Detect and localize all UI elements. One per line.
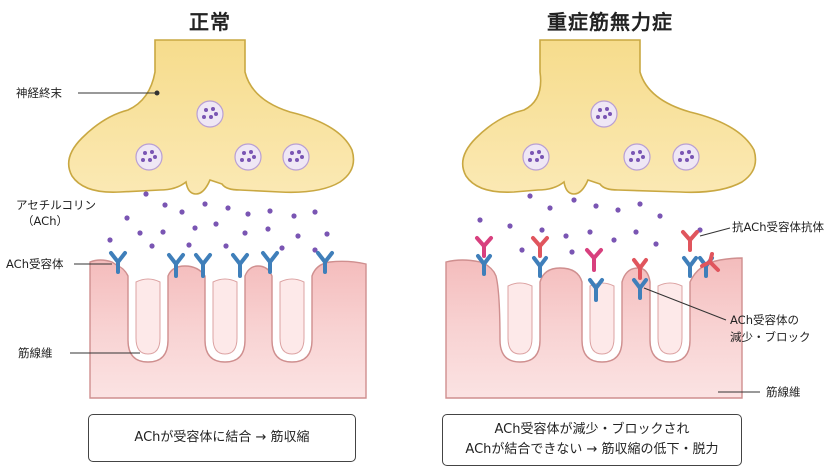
- label-ach-line2: （ACh）: [22, 214, 68, 228]
- muscle-fiber-disease: [445, 257, 743, 399]
- blocked-receptors: [475, 230, 720, 302]
- label-muscle-fiber-left: 筋線維: [18, 346, 53, 360]
- vesicles-disease: [522, 100, 700, 171]
- muscle-fiber-normal: [89, 259, 367, 399]
- leader-lines-right: [643, 227, 760, 393]
- ach-receptors-normal: [109, 251, 334, 278]
- caption-disease: ACh受容体が減少・ブロックされ AChが結合できない → 筋収縮の低下・脱力: [442, 414, 742, 466]
- label-ach-receptor: ACh受容体: [6, 257, 64, 271]
- vesicles-normal: [135, 100, 310, 171]
- label-antibody: 抗ACh受容体抗体: [732, 220, 824, 234]
- title-normal: 正常: [189, 10, 231, 34]
- label-receptor-reduced-line2: 減少・ブロック: [730, 330, 811, 344]
- leader-lines-left: [70, 90, 160, 354]
- disease-panel: [445, 39, 757, 399]
- ach-molecules-disease: [477, 193, 703, 255]
- caption-disease-line2: AChが結合できない → 筋収縮の低下・脱力: [465, 442, 719, 457]
- normal-panel: [67, 39, 367, 399]
- junctional-folds-disease: [507, 282, 683, 355]
- caption-disease-line1: ACh受容体が減少・ブロックされ: [494, 422, 690, 437]
- caption-normal: AChが受容体に結合 → 筋収縮: [88, 414, 356, 462]
- label-muscle-fiber-right: 筋線維: [766, 385, 801, 399]
- label-nerve-terminal: 神経終末: [16, 86, 62, 100]
- label-ach-line1: アセチルコリン: [16, 198, 97, 212]
- ach-molecules-normal: [107, 191, 330, 253]
- caption-normal-text: AChが受容体に結合 → 筋収縮: [134, 430, 310, 445]
- label-receptor-reduced-line1: ACh受容体の: [730, 313, 799, 327]
- title-disease: 重症筋無力症: [547, 10, 673, 34]
- junctional-folds-normal: [135, 278, 305, 355]
